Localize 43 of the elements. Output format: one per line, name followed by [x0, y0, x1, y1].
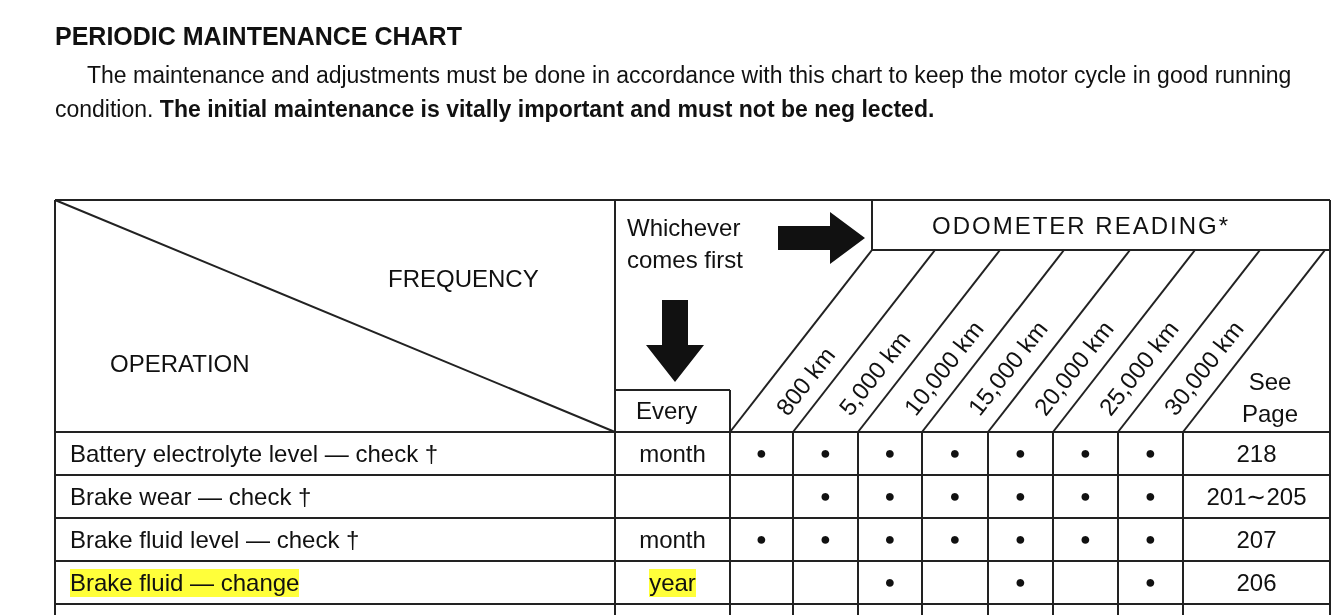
page-number: 218 — [1236, 439, 1277, 468]
chart-title: PERIODIC MAINTENANCE CHART — [55, 24, 462, 49]
operation-text: Brake fluid level — check † — [70, 525, 360, 554]
schedule-dot: ● — [884, 486, 896, 507]
schedule-dot: ● — [1145, 443, 1156, 464]
schedule-dot: ● — [949, 443, 961, 464]
schedule-dot: ● — [884, 529, 896, 550]
interval-text: year — [649, 568, 696, 597]
schedule-dot: ● — [949, 486, 961, 507]
schedule-dot: ● — [884, 572, 896, 593]
schedule-dot: ● — [1080, 486, 1091, 507]
schedule-dot: ● — [1080, 443, 1091, 464]
operation-text: Battery electrolyte level — check † — [70, 439, 439, 468]
interval-text: month — [639, 439, 706, 468]
schedule-dot: ● — [756, 529, 767, 550]
intro-paragraph: The maintenance and adjustments must be done in accordance with this chart to keep the motor cycle in good running condition. The initial maintenance is vitally important and must not be neg lected. — [55, 61, 1293, 124]
operation-text: Brake wear — check † — [70, 482, 312, 511]
frequency-header: FREQUENCY — [388, 267, 539, 291]
operation-header: OPERATION — [110, 352, 250, 376]
interval-text: month — [639, 525, 706, 554]
schedule-dot: ● — [1015, 529, 1026, 550]
page-number: 206 — [1236, 568, 1277, 597]
schedule-dot: ● — [1080, 529, 1091, 550]
operation-text: Brake fluid — change — [70, 568, 300, 597]
schedule-dot: ● — [884, 443, 896, 464]
schedule-dot: ● — [1145, 572, 1156, 593]
page-header: See Page — [1240, 367, 1300, 429]
page-number: 207 — [1236, 525, 1277, 554]
schedule-dot: ● — [1145, 486, 1156, 507]
schedule-dot: ● — [1015, 572, 1026, 593]
schedule-dot: ● — [820, 486, 831, 507]
schedule-dot: ● — [1145, 529, 1156, 550]
schedule-dot: ● — [949, 529, 961, 550]
every-header: Every — [636, 399, 698, 423]
schedule-dot: ● — [1015, 443, 1026, 464]
schedule-dot: ● — [820, 443, 831, 464]
page-number: 201∼205 — [1206, 482, 1307, 511]
schedule-dot: ● — [756, 443, 767, 464]
mileage-header: 800 km — [772, 343, 840, 420]
schedule-dot: ● — [1015, 486, 1026, 507]
whichever-note: Whichever comes first — [627, 213, 744, 275]
odometer-header: ODOMETER READING* — [932, 214, 1231, 238]
schedule-dot: ● — [820, 529, 831, 550]
